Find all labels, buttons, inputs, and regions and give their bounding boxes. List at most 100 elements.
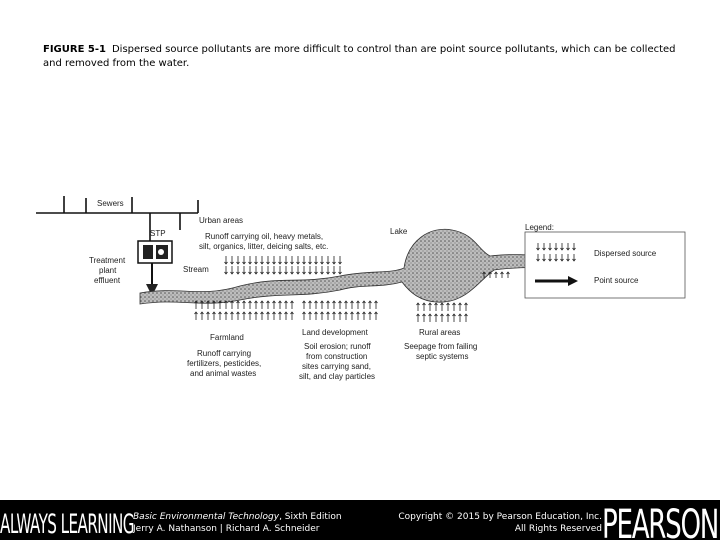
dispersed-arrow: [542, 243, 546, 251]
dispersed-arrow: [224, 300, 228, 309]
dispersed-arrow: [416, 313, 420, 322]
dispersed-arrow: [464, 313, 468, 322]
dispersed-arrow: [422, 302, 426, 311]
dispersed-arrow: [494, 271, 498, 278]
dispersed-arrow: [236, 256, 240, 265]
dispersed-arrow: [482, 271, 486, 278]
dispersed-arrow: [248, 266, 252, 275]
stp-label: STP: [150, 229, 166, 238]
dispersed-arrow: [338, 266, 342, 275]
dispersed-arrow: [254, 266, 258, 275]
dispersed-arrow: [548, 243, 552, 251]
dispersed-arrow: [332, 311, 336, 320]
dispersed-arrow: [218, 300, 222, 309]
dispersed-arrow: [224, 266, 228, 275]
sewers-label: Sewers: [97, 199, 124, 208]
dispersed-arrow: [326, 300, 330, 309]
dispersed-arrow: [326, 256, 330, 265]
dispersed-arrow: [266, 311, 270, 320]
dispersed-arrow: [218, 311, 222, 320]
dispersed-arrow: [356, 311, 360, 320]
dispersed-arrow: [452, 302, 456, 311]
dispersed-source-arrows: [194, 256, 510, 322]
dispersed-arrow: [362, 311, 366, 320]
dispersed-arrow: [248, 300, 252, 309]
dispersed-arrow: [284, 300, 288, 309]
dispersed-arrow: [236, 300, 240, 309]
dispersed-arrow: [320, 256, 324, 265]
dispersed-arrow: [284, 311, 288, 320]
dispersed-arrow: [314, 266, 318, 275]
dispersed-arrow: [572, 254, 576, 262]
dispersed-arrow: [290, 311, 294, 320]
rights-text: All Rights Reserved: [514, 524, 602, 534]
dispersed-arrow: [362, 300, 366, 309]
dispersed-arrow: [542, 254, 546, 262]
dispersed-arrow: [548, 254, 552, 262]
dispersed-arrow: [302, 266, 306, 275]
dispersed-arrow: [242, 256, 246, 265]
farmland-label: Farmland: [210, 333, 244, 342]
dispersed-arrow: [230, 266, 234, 275]
dispersed-arrow: [302, 311, 306, 320]
dispersed-arrow: [224, 256, 228, 265]
dispersed-arrow: [554, 254, 558, 262]
dispersed-arrow: [344, 300, 348, 309]
sewer-network: [36, 196, 199, 241]
dispersed-arrow: [260, 300, 264, 309]
legend: [524, 231, 686, 299]
dispersed-arrow: [272, 311, 276, 320]
dispersed-arrow: [230, 311, 234, 320]
rural-seepage-line-1: Seepage from failing: [404, 342, 477, 351]
dispersed-arrow: [242, 300, 246, 309]
dispersed-arrow: [338, 300, 342, 309]
dispersed-arrow: [506, 271, 510, 278]
dispersed-arrow: [230, 256, 234, 265]
rural-seepage-line-2: septic systems: [416, 352, 468, 361]
dispersed-arrow: [566, 243, 570, 251]
dispersed-arrow: [254, 300, 258, 309]
dispersed-arrow: [332, 266, 336, 275]
dispersed-arrow: [278, 266, 282, 275]
farm-runoff-line-3: and animal wastes: [190, 369, 256, 378]
copyright-text: Copyright © 2015 by Pearson Education, I…: [398, 512, 602, 522]
dispersed-arrow: [236, 311, 240, 320]
stream-label: Stream: [183, 265, 209, 274]
dispersed-arrow: [302, 256, 306, 265]
dispersed-arrow: [278, 256, 282, 265]
dispersed-arrow: [458, 302, 462, 311]
dispersed-arrow: [242, 311, 246, 320]
treatment-label-2: plant: [99, 266, 117, 275]
dispersed-arrow: [314, 256, 318, 265]
authors: Jerry A. Nathanson | Richard A. Schneide…: [133, 524, 320, 534]
dispersed-arrow: [308, 300, 312, 309]
dispersed-arrow: [344, 311, 348, 320]
caption-text: Dispersed source pollutants are more dif…: [43, 44, 676, 69]
dispersed-arrow: [416, 302, 420, 311]
dispersed-arrow: [224, 311, 228, 320]
pollution-diagram: Sewers STP Urban areas Runoff carrying o…: [36, 196, 686, 381]
dispersed-arrow: [368, 311, 372, 320]
dispersed-arrow: [326, 266, 330, 275]
book-edition: , Sixth Edition: [279, 512, 342, 522]
legend-dispersed-label: Dispersed source: [594, 249, 657, 258]
dispersed-arrow: [248, 256, 252, 265]
dispersed-arrow: [458, 313, 462, 322]
dispersed-arrow: [350, 311, 354, 320]
dispersed-arrow: [260, 256, 264, 265]
dispersed-arrow: [266, 300, 270, 309]
dispersed-arrow: [314, 300, 318, 309]
pearson-text: PEARSON: [602, 502, 718, 540]
dispersed-arrow: [212, 300, 216, 309]
footer-bar: ALWAYS LEARNING Basic Environmental Tech…: [0, 500, 720, 540]
dispersed-arrow: [236, 266, 240, 275]
book-info: Basic Environmental Technology, Sixth Ed…: [133, 511, 342, 535]
dispersed-arrow: [230, 300, 234, 309]
dispersed-arrow: [308, 266, 312, 275]
dispersed-arrow: [314, 311, 318, 320]
dispersed-arrow: [560, 254, 564, 262]
dispersed-arrow: [560, 243, 564, 251]
treatment-label-1: Treatment: [89, 256, 126, 265]
dispersed-arrow: [440, 302, 444, 311]
dispersed-arrow: [440, 313, 444, 322]
